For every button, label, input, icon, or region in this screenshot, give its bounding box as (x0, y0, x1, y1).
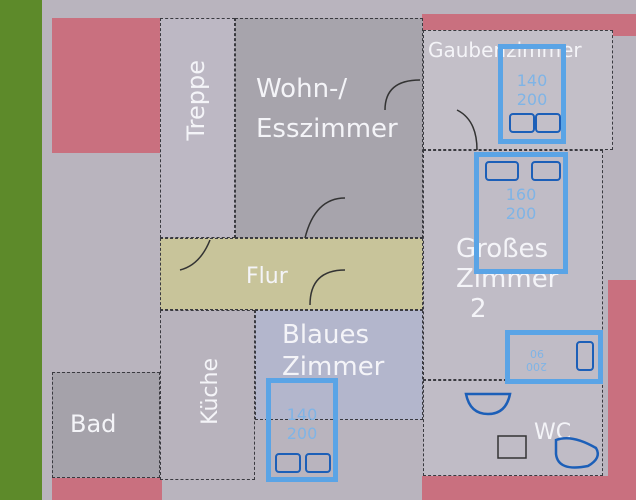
garden (0, 0, 42, 500)
bed-wc-area: 200 90 (505, 330, 603, 384)
room-blaues-zimmer (255, 310, 423, 420)
pillow-icon (275, 453, 301, 473)
pillow-icon (509, 113, 535, 133)
pillow-icon (305, 453, 331, 473)
label-blaues-1: Blaues (282, 320, 370, 350)
room-gaubenzimmer (423, 30, 613, 150)
room-treppe (160, 18, 235, 238)
label-wohn-2: Esszimmer (256, 114, 398, 144)
room-bad (52, 372, 160, 478)
outer-wall-right (608, 280, 636, 500)
bed-length: 200 (516, 90, 548, 109)
bed-length: 200 (286, 424, 318, 443)
label-grosses-num: 2 (470, 294, 487, 324)
bed-dimensions: 200 90 (526, 347, 548, 373)
room-flur (160, 238, 423, 310)
label-grosses-1: Großes (456, 234, 549, 264)
room-wc (423, 380, 603, 476)
bed-gaubenzimmer: 140 200 (498, 44, 566, 144)
pillow-icon (576, 341, 594, 371)
label-kueche: Küche (198, 358, 223, 425)
label-wohn-1: Wohn-/ (256, 74, 348, 104)
bed-blaues-zimmer: 140 200 (266, 378, 338, 482)
outer-wall-bottom-left (52, 478, 162, 500)
bed-width: 160 (505, 185, 537, 204)
label-blaues-2: Zimmer (282, 352, 385, 382)
bed-width: 140 (516, 71, 548, 90)
bed-grosses-zimmer: 160 200 (474, 152, 568, 274)
label-gaube: Gaubenzimmer (428, 38, 582, 62)
bed-width: 140 (286, 405, 318, 424)
pillow-icon (535, 113, 561, 133)
pillow-icon (531, 161, 561, 181)
label-wc: WC (534, 420, 572, 445)
label-bad: Bad (70, 410, 117, 438)
bed-length: 200 (505, 204, 537, 223)
label-treppe: Treppe (182, 60, 210, 141)
label-flur: Flur (246, 264, 288, 289)
room-kueche (160, 310, 255, 480)
outer-wall-top-left (52, 18, 162, 153)
outer-wall-bottom (422, 476, 636, 500)
pillow-icon (485, 161, 519, 181)
room-grosses-zimmer (423, 150, 603, 380)
